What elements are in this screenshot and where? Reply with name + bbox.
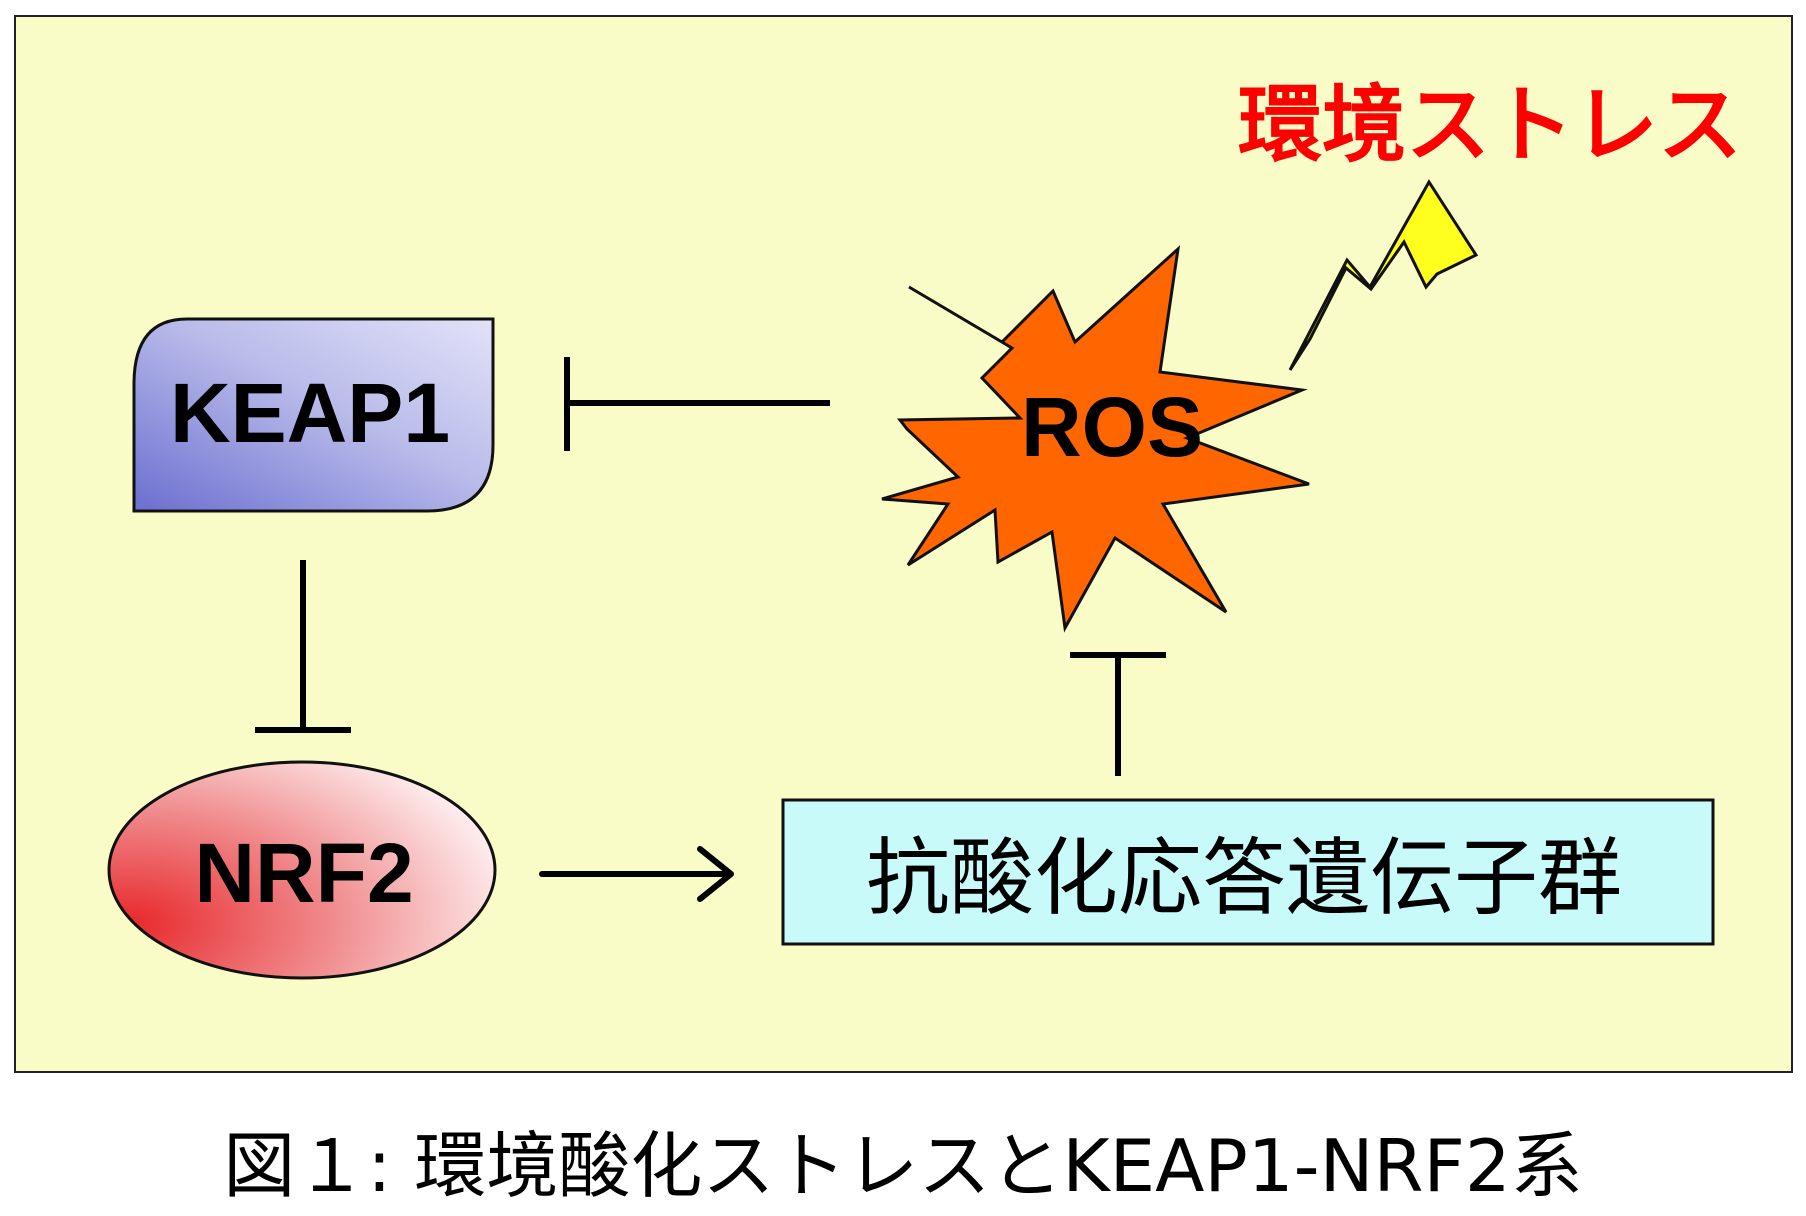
- keap1-node: KEAP1: [132, 317, 495, 513]
- genes-node: 抗酸化応答遺伝子群: [781, 798, 1715, 946]
- environmental-stress-label: 環境ストレス: [1238, 78, 1742, 172]
- genes-box: [781, 798, 1715, 946]
- edge-keap1-inhibits-nrf2: [255, 560, 351, 733]
- edge-nrf2-activates-genes: [539, 846, 734, 902]
- genes-label: 抗酸化応答遺伝子群: [866, 829, 1622, 927]
- ros-starburst: [881, 245, 1310, 633]
- figure-caption: 図１: 環境酸化ストレスとKEAP1-NRF2系: [223, 1124, 1582, 1208]
- nrf2-label: NRF2: [194, 826, 413, 920]
- ros-label: ROS: [1021, 380, 1203, 474]
- nrf2-node: NRF2: [107, 760, 497, 980]
- lightning-bolt-icon: [1288, 179, 1479, 371]
- keap1-label: KEAP1: [170, 366, 450, 460]
- edge-ros-inhibits-keap1: [564, 357, 830, 451]
- edge-genes-inhibit-ros: [1070, 652, 1166, 776]
- keap1-box: [132, 317, 495, 513]
- nrf2-ellipse: [107, 760, 497, 980]
- ros-node: ROS: [881, 245, 1310, 633]
